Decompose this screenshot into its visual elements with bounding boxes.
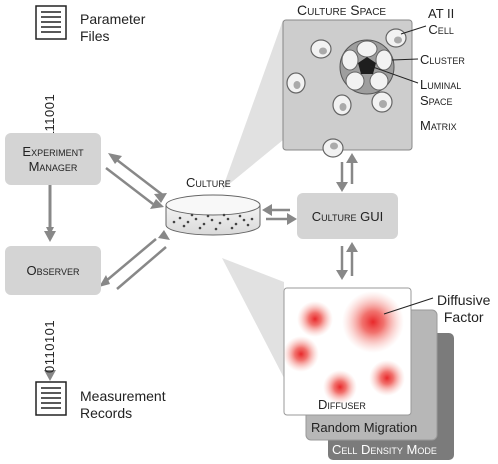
pointer-cluster xyxy=(391,58,419,61)
at2-cell-label: AT II Cell xyxy=(428,6,455,37)
arrowhead-to-manager xyxy=(108,153,122,164)
diffusive-factor-label: Diffusive Factor xyxy=(437,292,491,325)
luminal-space-label: Luminal Space xyxy=(420,77,462,108)
bits-bottom: 0110101 xyxy=(42,319,57,373)
arrowhead-observer-to-records xyxy=(44,370,56,381)
pointer-at2 xyxy=(400,25,427,35)
parameter-files-icon xyxy=(35,5,67,40)
glow-2 xyxy=(342,291,404,353)
cluster-label: Cluster xyxy=(420,52,465,67)
observer-box: Observer xyxy=(5,246,101,295)
petri-dish xyxy=(165,194,261,236)
pointer-diffusive-factor xyxy=(383,297,434,315)
glow-5 xyxy=(323,370,357,404)
pointer-luminal xyxy=(369,65,419,84)
measurement-records-label: Measurement Records xyxy=(80,388,166,421)
glow-4 xyxy=(369,360,405,396)
projection-wedge-culture-space xyxy=(222,20,283,190)
cell-density-mode-label: Cell Density Mode xyxy=(332,442,437,457)
projection-wedge-diffuser xyxy=(222,258,284,378)
diffuser-label: Diffuser xyxy=(318,397,366,412)
culture-space-title: Culture Space xyxy=(297,2,387,18)
luminal-space xyxy=(358,57,376,74)
glow-1 xyxy=(297,301,333,337)
glow-3 xyxy=(283,336,319,372)
measurement-records-icon xyxy=(35,381,67,416)
matrix-label: Matrix xyxy=(420,118,457,133)
random-migration-label: Random Migration xyxy=(311,420,418,435)
culture-label: Culture xyxy=(186,175,231,190)
cluster-group xyxy=(339,39,395,95)
culture-gui-box: Culture GUI xyxy=(297,193,398,239)
experiment-manager-box: Experiment Manager xyxy=(5,133,101,185)
parameter-files-label: Parameter Files xyxy=(80,11,146,44)
